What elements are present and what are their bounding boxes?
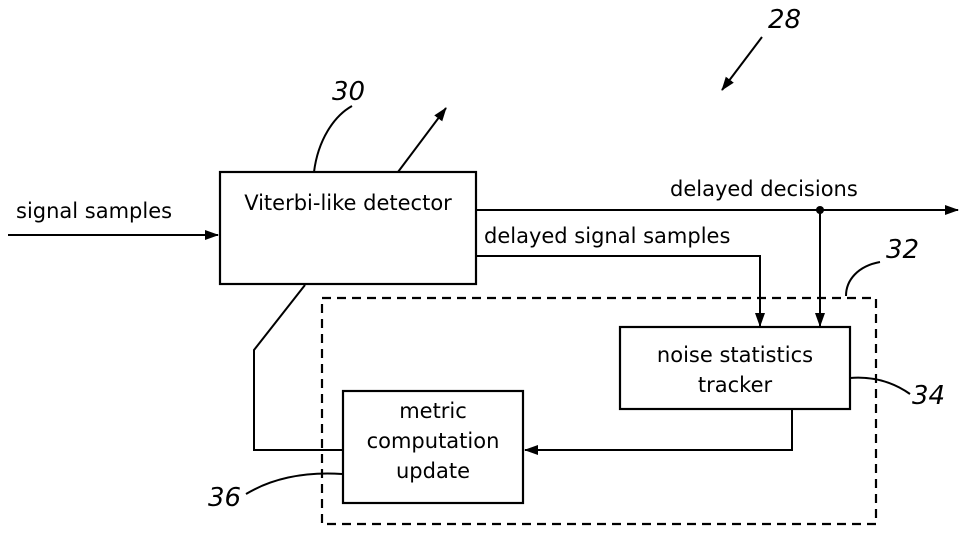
input-signal-label: signal samples <box>16 199 172 223</box>
metric-update-block <box>341 389 525 505</box>
ref-36-label: 36 <box>208 483 241 513</box>
metric-update-label-line3: update <box>396 459 470 483</box>
ref-28-arrow <box>721 36 763 91</box>
ref-30-label: 30 <box>332 77 365 107</box>
tracker-to-update-arrow <box>524 409 793 455</box>
delayed-samples-arrow <box>476 255 765 327</box>
ref-34-leader <box>849 376 911 395</box>
feedback-line <box>253 284 343 451</box>
metric-update-label-line2: computation <box>367 429 500 453</box>
ref-36-leader <box>245 472 343 495</box>
noise-tracker-label-line1: noise statistics <box>657 343 813 367</box>
noise-tracker-label-line2: tracker <box>698 373 773 397</box>
viterbi-detector-label: Viterbi-like detector <box>244 191 452 215</box>
noise-tracker-block <box>618 325 852 411</box>
metric-update-label-line1: metric <box>399 399 467 423</box>
ref-28-label: 28 <box>768 5 801 35</box>
tracking-unit-enclosure <box>320 296 878 526</box>
viterbi-detector-block <box>218 170 478 286</box>
delayed-samples-label: delayed signal samples <box>484 224 730 248</box>
ref-30-leader <box>313 105 353 173</box>
ref-32-leader <box>845 261 881 297</box>
ref-34-label: 34 <box>912 381 945 411</box>
detector-output-arrow <box>397 107 447 173</box>
ref-32-label: 32 <box>886 235 919 265</box>
delayed-decisions-label: delayed decisions <box>670 177 858 201</box>
